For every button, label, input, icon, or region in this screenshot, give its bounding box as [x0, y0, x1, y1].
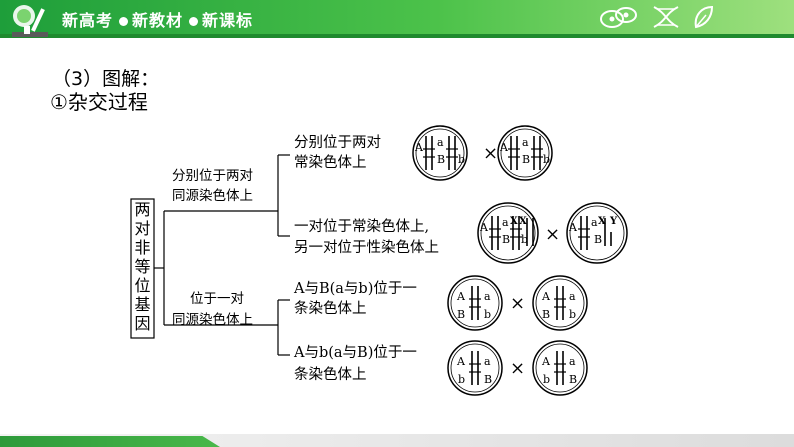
svg-text:a: a — [569, 290, 576, 303]
case-2a-line1: A与B(a与b)位于一 — [293, 280, 417, 297]
root-char: 基 — [134, 295, 150, 314]
svg-text:A: A — [456, 355, 466, 368]
svg-text:B: B — [522, 153, 530, 166]
root-char: 等 — [134, 257, 150, 276]
case-1b-line2: 另一对位于性染色体上 — [294, 239, 439, 256]
cross-symbol: × — [510, 358, 525, 379]
section-subtitle: ①杂交过程 — [50, 90, 148, 114]
svg-text:b: b — [569, 308, 576, 321]
section-number-label: （3）图解： — [52, 68, 160, 90]
svg-text:A: A — [414, 141, 424, 154]
cell-2b-right: A a b B — [532, 340, 588, 396]
bullet-dot-icon — [119, 16, 129, 26]
svg-text:B: B — [542, 308, 550, 321]
cell-2a-right: A a B b — [532, 275, 588, 331]
svg-text:a: a — [591, 216, 598, 229]
svg-text:b: b — [543, 373, 550, 386]
connector-lines-level-1 — [154, 210, 278, 326]
svg-text:A: A — [479, 221, 489, 234]
svg-text:A: A — [568, 221, 578, 234]
connector-lines-level-2 — [277, 154, 290, 356]
slogan-item-1: 新高考 — [62, 11, 114, 30]
svg-text:B: B — [594, 233, 602, 246]
cell-1a-right: A a B b — [497, 125, 553, 181]
svg-text:B: B — [569, 373, 577, 386]
header-slogan: 新高考新教材新课标 — [62, 7, 253, 31]
footer-accent — [0, 436, 220, 447]
case-2a-line2: 条染色体上 — [294, 300, 367, 317]
case-2b-line2: 条染色体上 — [294, 366, 367, 383]
case-1b-line1: 一对位于常染色体上, — [294, 218, 429, 235]
leaf-decoration-icon — [694, 5, 714, 29]
root-char: 非 — [134, 238, 150, 257]
svg-text:Y: Y — [609, 216, 618, 227]
slogan-item-2: 新教材 — [132, 11, 184, 30]
cells-decoration-icon — [600, 7, 637, 28]
branch-1-label-line1: 分别位于两对 — [172, 168, 253, 184]
svg-text:A: A — [499, 141, 509, 154]
svg-text:a: a — [437, 136, 444, 149]
slogan-item-3: 新课标 — [202, 11, 254, 30]
svg-text:a: a — [569, 355, 576, 368]
cross-symbol: × — [483, 143, 498, 164]
root-char: 对 — [134, 219, 150, 238]
svg-text:B: B — [437, 153, 445, 166]
cell-2a-left: A a B b — [447, 275, 503, 331]
root-char: 因 — [134, 314, 150, 333]
svg-text:a: a — [522, 136, 529, 149]
cell-1b-right: A a X Y B — [566, 202, 628, 264]
branch-1-label-line2: 同源染色体上 — [172, 187, 253, 204]
svg-text:B: B — [502, 233, 510, 246]
cell-1a-left: A a B b — [412, 125, 468, 181]
svg-text:a: a — [502, 216, 509, 229]
svg-text:A: A — [541, 290, 551, 303]
branch-2-label-line2: 同源染色体上 — [172, 311, 253, 328]
case-1a-line1: 分别位于两对 — [294, 134, 381, 151]
svg-text:b: b — [543, 153, 550, 166]
cross-symbol: × — [510, 293, 525, 314]
case-1a-line2: 常染色体上 — [294, 154, 367, 171]
svg-text:b: b — [521, 233, 528, 246]
cross-symbol: × — [545, 224, 560, 245]
svg-text:X: X — [510, 216, 518, 227]
svg-text:b: b — [484, 308, 491, 321]
svg-text:X: X — [598, 216, 606, 227]
svg-text:a: a — [484, 355, 491, 368]
header-bar — [0, 0, 794, 34]
svg-text:B: B — [484, 373, 492, 386]
svg-text:A: A — [456, 290, 466, 303]
cell-1b-left: A a X X B b — [477, 202, 539, 264]
svg-text:b: b — [458, 153, 465, 166]
cell-2b-left: A a b B — [447, 340, 503, 396]
header-underline — [0, 34, 794, 38]
svg-text:X: X — [519, 216, 527, 227]
bullet-dot-icon — [189, 16, 199, 26]
svg-text:a: a — [484, 290, 491, 303]
root-char: 位 — [134, 276, 150, 295]
svg-text:A: A — [541, 355, 551, 368]
svg-text:b: b — [458, 373, 465, 386]
root-char: 两 — [134, 200, 150, 219]
case-2b-line1: A与b(a与B)位于一 — [293, 344, 417, 361]
branch-2-label-line1: 位于一对 — [190, 291, 244, 307]
svg-text:B: B — [457, 308, 465, 321]
dna-helix-decoration-icon — [653, 6, 679, 28]
microscope-logo-icon — [12, 5, 48, 37]
